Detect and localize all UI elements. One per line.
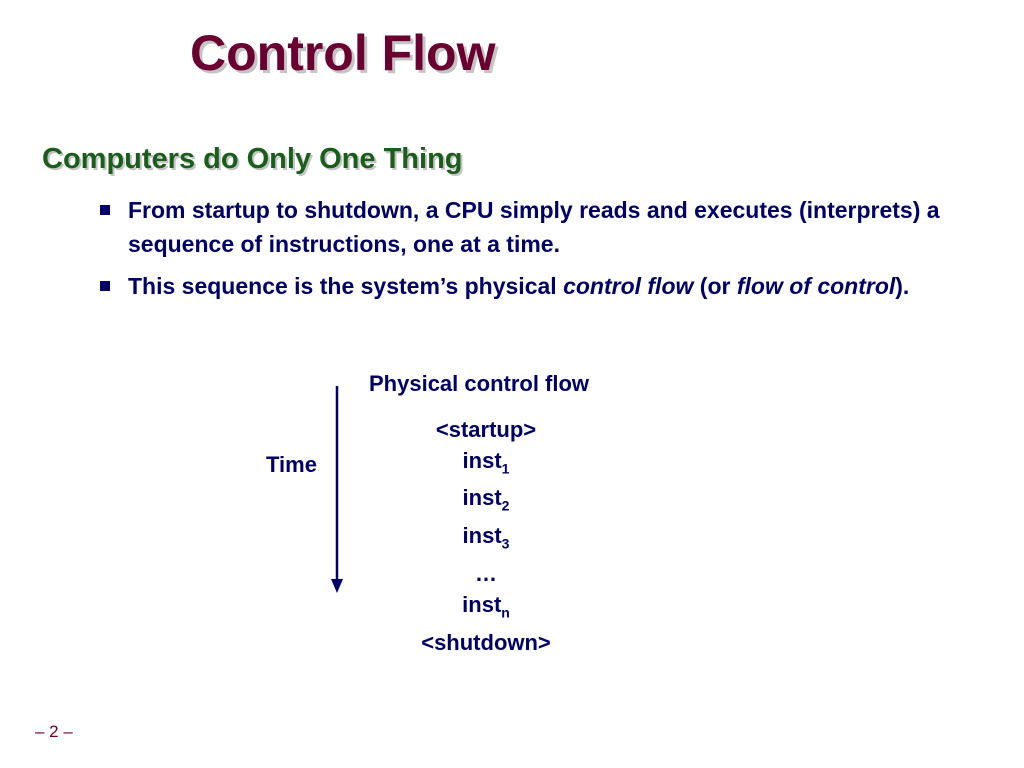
bullet-text-part: ). (895, 273, 910, 299)
sequence-item: <startup> (435, 417, 537, 442)
slide-subtitle: Computers do Only One Thing (42, 143, 463, 175)
bullet-emphasis: control flow (563, 273, 694, 299)
bullet-item: From startup to shutdown, a CPU simply r… (98, 193, 968, 261)
sequence-item: inst1 (462, 447, 510, 476)
square-bullet-icon (100, 205, 110, 215)
bullet-text: From startup to shutdown, a CPU simply r… (128, 197, 940, 257)
square-bullet-icon (100, 281, 110, 291)
sequence-item: … (475, 561, 497, 587)
sequence-item: <shutdown> (421, 629, 551, 655)
bullet-list: From startup to shutdown, a CPU simply r… (98, 193, 968, 311)
time-axis-label: Time (266, 452, 317, 477)
bullet-text-part: This sequence is the system’s physical (128, 273, 564, 299)
time-arrow-icon (331, 386, 343, 593)
slide-title: Control Flow (190, 25, 496, 81)
bullet-text-part: (or (693, 273, 737, 299)
bullet-item: This sequence is the system’s physical c… (98, 269, 968, 303)
page-number: – 2 – (35, 722, 73, 741)
bullet-emphasis: flow of control (736, 273, 896, 299)
sequence-item: inst3 (462, 523, 510, 552)
sequence-item: inst2 (462, 485, 510, 514)
instruction-sequence: <startup> inst1 inst2 inst3 … instn <shu… (386, 415, 586, 658)
sequence-item: instn (462, 591, 510, 621)
diagram-heading: Physical control flow (369, 371, 590, 396)
